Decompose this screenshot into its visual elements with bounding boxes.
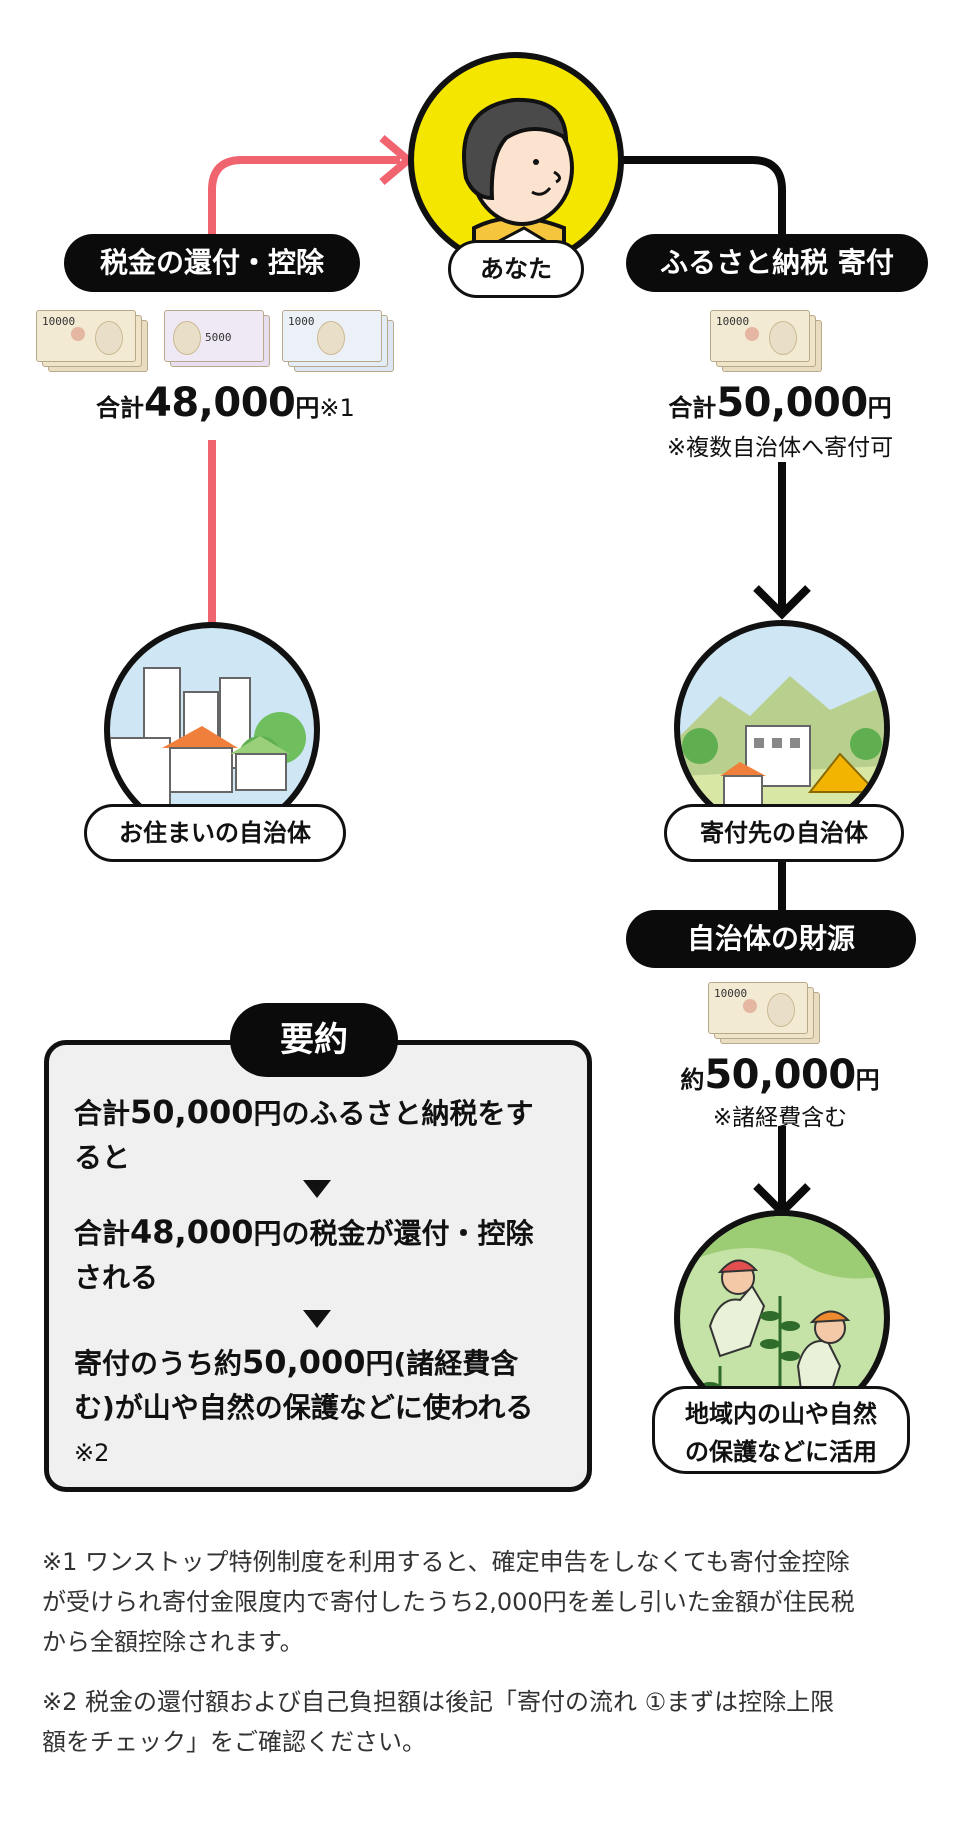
refund-title: 税金の還付・控除 [64,234,360,292]
funds-amount: 約50,000円 [680,1052,880,1098]
bill-10000-icon: 10000 [708,982,824,1048]
summary-step-3: 寄付のうち約50,000円(諸経費含 む)が山や自然の保護などに使われる ※2 [74,1343,534,1467]
home-municipality-illustration [104,622,320,838]
refund-arrow-line [208,156,400,262]
home-municipality-label: お住まいの自治体 [84,804,346,862]
donation-note: ※複数自治体へ寄付可 [666,435,894,461]
bill-10000-icon: 10000 [710,310,826,376]
summary-step-2: 合計48,000円の税金が還付・控除 される [74,1213,534,1294]
footnote-1: ※1 ワンストップ特例制度を利用すると、確定申告をしなくても寄付金控除 が受けら… [42,1548,855,1656]
refund-bills: 10000 5000 1000 [36,310,398,376]
donation-bills: 10000 [710,310,826,376]
person-illustration [462,97,574,262]
bill-10000-icon: 10000 [36,310,152,376]
summary-down-arrow-icon [303,1310,331,1328]
funds-bills: 10000 [708,982,824,1048]
you-label: あなた [448,240,584,298]
bill-5000-icon: 5000 [164,310,270,376]
donation-title: ふるさと納税 寄付 [626,234,928,292]
donation-line [620,156,786,262]
you-avatar [408,52,624,268]
refund-amount: 合計48,000円※1 [96,380,355,426]
summary-step-1: 合計50,000円のふるさと納税をす ると [74,1093,534,1174]
use-label-line2: の保護などに活用 [685,1438,877,1466]
summary-title: 要約 [230,1003,398,1077]
funds-note: ※諸経費含む [712,1105,848,1131]
donation-amount: 合計50,000円 [668,380,892,426]
use-label-line1: 地域内の山や自然 [685,1400,877,1428]
countryside-icon [680,676,884,830]
town-icon [110,667,314,832]
funds-title: 自治体の財源 [626,910,916,968]
donation-arrowhead [753,585,811,620]
footnote-2: ※2 税金の還付額および自己負担額は後記「寄付の流れ ①まずは控除上限 額をチェ… [42,1688,835,1756]
use-label: 地域内の山や自然 の保護などに活用 [652,1386,910,1474]
summary-down-arrow-icon [303,1180,331,1198]
bill-1000-icon: 1000 [282,310,398,376]
target-municipality-label: 寄付先の自治体 [664,804,904,862]
